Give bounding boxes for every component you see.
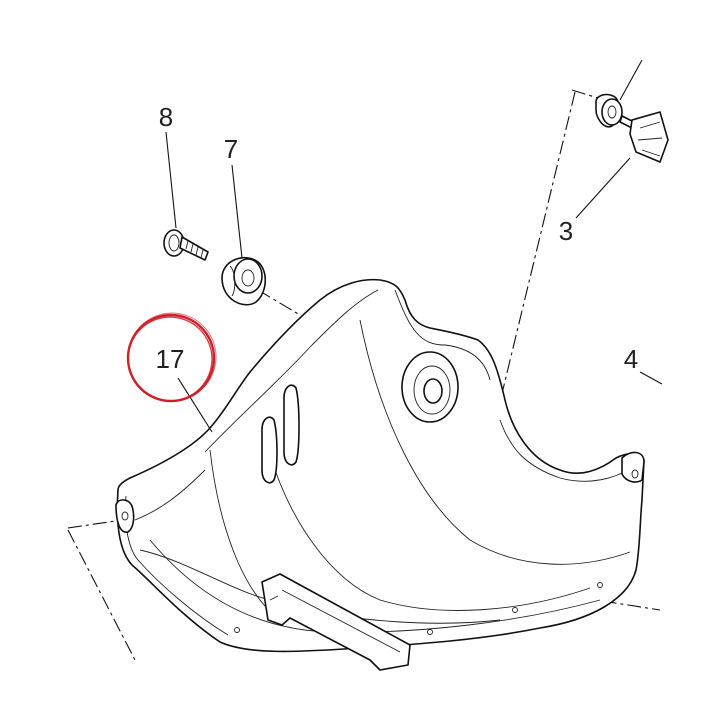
assembly-line-grommet-shield	[257, 289, 301, 316]
grommet-part-7	[221, 256, 267, 306]
callout-8: 8	[159, 102, 173, 132]
heat-shield-part-17	[115, 278, 645, 671]
leader-3-top	[619, 59, 643, 101]
callout-7: 7	[224, 134, 238, 164]
lower-bracket	[261, 573, 411, 671]
fastener-part-3	[595, 93, 669, 163]
highlight-circle-17	[126, 312, 217, 403]
leader-3	[575, 157, 631, 219]
leader-7	[231, 164, 243, 259]
callout-4: 4	[624, 344, 638, 374]
assembly-line-top-right-short	[571, 89, 599, 99]
callout-3: 3	[559, 216, 573, 246]
leader-17	[177, 377, 213, 433]
callout-17: 17	[156, 344, 185, 374]
assembly-line-left	[67, 519, 136, 661]
leader-8	[165, 131, 177, 229]
leader-4	[639, 371, 663, 385]
assembly-line-top-right	[485, 91, 576, 426]
bolt-part-8	[163, 229, 209, 261]
